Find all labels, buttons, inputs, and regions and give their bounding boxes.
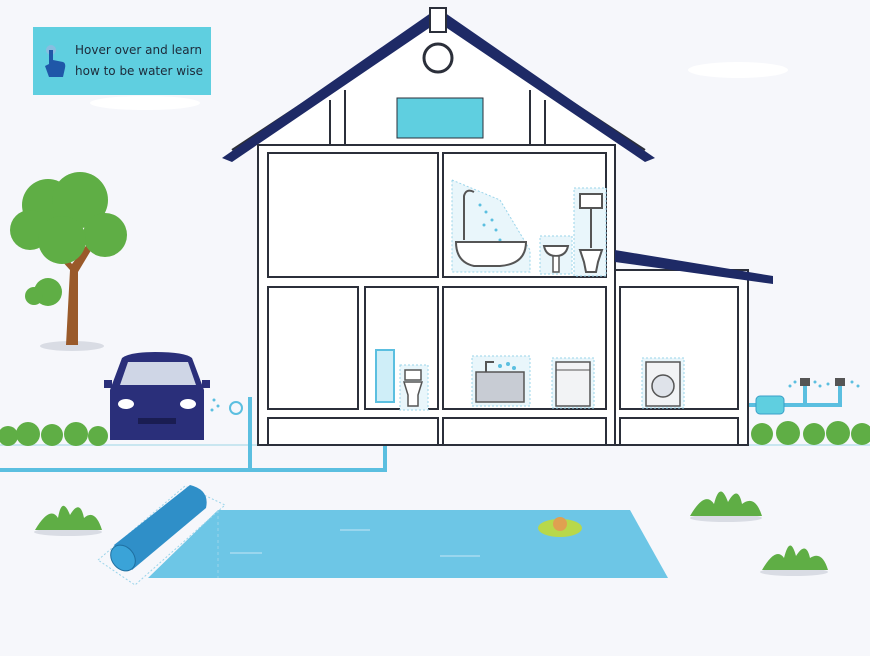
instruction-line-1: Hover over and learn <box>75 43 202 57</box>
hedge-right <box>751 421 870 445</box>
car-hotspot[interactable] <box>104 352 243 440</box>
hand-pointer-icon <box>45 45 66 77</box>
water-tank[interactable] <box>396 97 484 139</box>
kitchen-sink-hotspot[interactable] <box>471 355 531 407</box>
bush <box>760 545 828 576</box>
instruction-text: Hover over and learn how to be water wis… <box>75 40 203 82</box>
cloud <box>688 62 788 78</box>
water-meter[interactable] <box>375 349 395 403</box>
tree <box>10 172 127 351</box>
bath-shower-hotspot[interactable] <box>451 179 531 273</box>
cloud <box>90 96 200 110</box>
downstairs-toilet-hotspot[interactable] <box>399 364 429 411</box>
upstairs-toilet-hotspot[interactable] <box>573 187 607 277</box>
house <box>222 7 773 446</box>
washing-machine-hotspot[interactable] <box>641 357 685 409</box>
water-tank-outdoor <box>755 395 785 415</box>
attic-window <box>422 42 454 74</box>
hover-instruction-box: Hover over and learn how to be water wis… <box>33 27 211 95</box>
bush <box>690 491 762 522</box>
bathroom-sink-hotspot[interactable] <box>539 235 573 275</box>
dishwasher-hotspot[interactable] <box>551 357 595 409</box>
swimming-pool-hotspot[interactable] <box>148 510 668 578</box>
instruction-line-2: how to be water wise <box>75 64 204 78</box>
hedge-left <box>0 422 108 446</box>
pool-cover-hotspot[interactable] <box>97 485 226 586</box>
bush <box>34 505 102 536</box>
garden-sprinklers-hotspot[interactable] <box>788 378 860 388</box>
